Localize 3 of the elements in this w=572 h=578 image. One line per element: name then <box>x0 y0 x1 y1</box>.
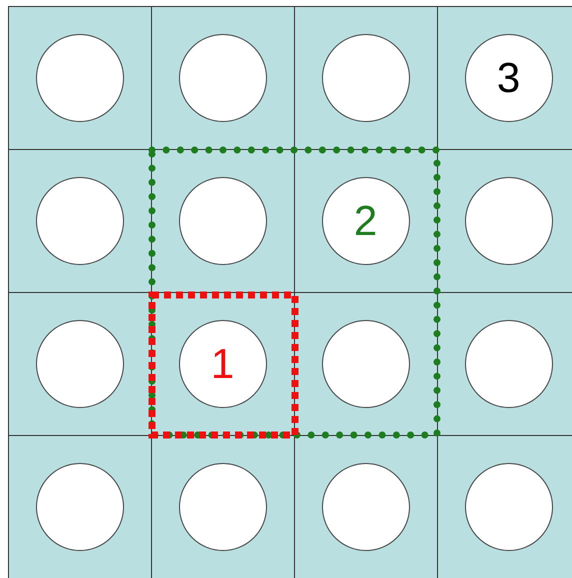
circle-number: 3 <box>496 56 520 98</box>
circle-number: 1 <box>210 342 234 384</box>
circle-number: 2 <box>354 200 378 242</box>
